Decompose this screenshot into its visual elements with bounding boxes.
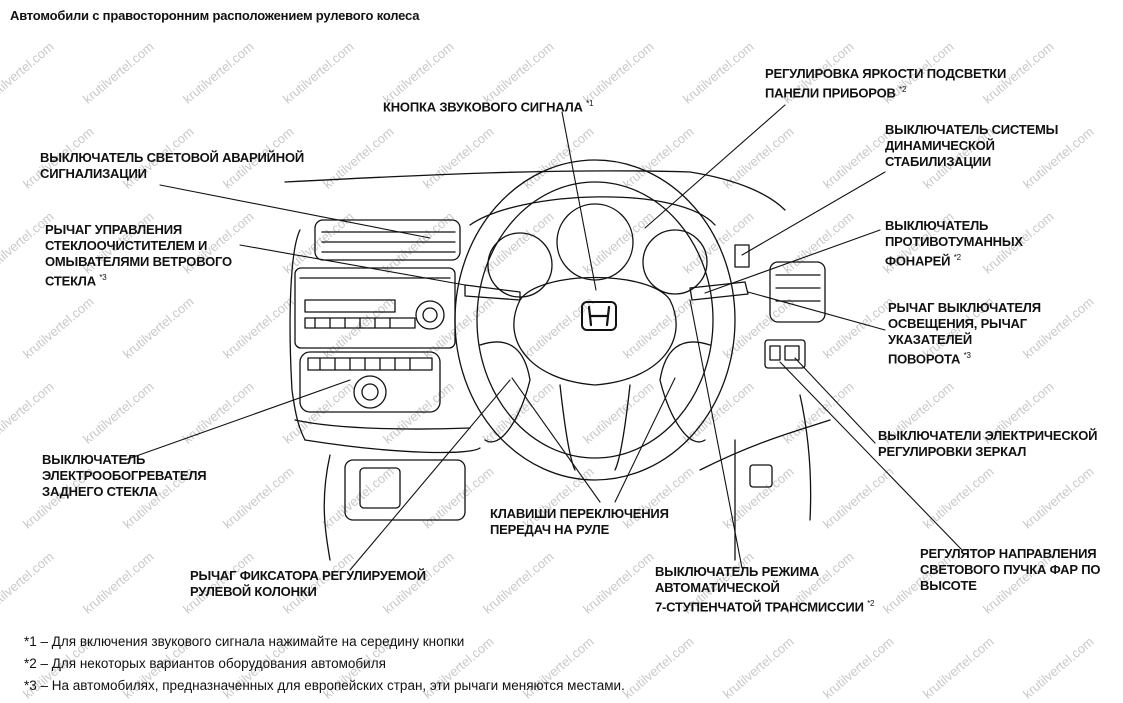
label-tilt-lever: РЫЧАГ ФИКСАТОРА РЕГУЛИРУЕМОЙ РУЛЕВОЙ КОЛ…: [190, 568, 426, 599]
dashboard-top-edge: [284, 170, 786, 211]
label-mirror-switches: ВЫКЛЮЧАТЕЛИ ЭЛЕКТРИЧЕСКОЙ РЕГУЛИРОВКИ ЗЕ…: [878, 428, 1098, 459]
vsa-switch: [734, 244, 750, 268]
left-air-vent: [314, 219, 461, 261]
footnote-3: *3 – На автомобилях, предназначенных для…: [24, 678, 625, 693]
label-wiper-lever: РЫЧАГ УПРАВЛЕНИЯ СТЕКЛООЧИСТИТЕЛЕМ И ОМЫ…: [45, 222, 232, 289]
label-hazard-switch: ВЫКЛЮЧАТЕЛЬ СВЕТОВОЙ АВАРИЙНОЙ СИГНАЛИЗА…: [40, 150, 304, 181]
leader-lines: [124, 104, 963, 571]
label-rear-defrost: ВЫКЛЮЧАТЕЛЬ ЭЛЕКТРООБОГРЕВАТЕЛЯ ЗАДНЕГО …: [42, 452, 207, 499]
footnote-2: *2 – Для некоторых вариантов оборудовани…: [24, 656, 386, 671]
label-panel-brightness: РЕГУЛИРОВКА ЯРКОСТИ ПОДСВЕТКИ ПАНЕЛИ ПРИ…: [765, 66, 1007, 101]
label-vsa-switch: ВЫКЛЮЧАТЕЛЬ СИСТЕМЫ ДИНАМИЧЕСКОЙ СТАБИЛИ…: [885, 122, 1059, 169]
page-title: Автомобили с правосторонним расположение…: [10, 8, 420, 23]
horn-logo: [581, 301, 617, 331]
dashboard-left-edge: [289, 229, 306, 441]
label-light-turn-lever: РЫЧАГ ВЫКЛЮЧАТЕЛЯ ОСВЕЩЕНИЯ, РЫЧАГ УКАЗА…: [888, 300, 1041, 367]
climate-control-unit: [299, 351, 441, 413]
instrument-cluster-hood: [469, 196, 716, 226]
right-air-vent: [769, 261, 826, 323]
label-headlight-aim: РЕГУЛЯТОР НАПРАВЛЕНИЯ СВЕТОВОГО ПУЧКА ФА…: [920, 546, 1101, 593]
steering-wheel-hub: [513, 276, 677, 386]
wiper-stalk: [464, 284, 521, 301]
right-gauge: [642, 229, 708, 295]
footnote-1: *1 – Для включения звукового сигнала наж…: [24, 634, 465, 649]
mirror-switch-panel: [764, 339, 806, 369]
light-stalk: [689, 281, 749, 301]
label-mode-switch: ВЫКЛЮЧАТЕЛЬ РЕЖИМА АВТОМАТИЧЕСКОЙ 7-СТУП…: [655, 564, 875, 615]
dashboard-lower-edge: [304, 439, 481, 454]
label-horn-button: КНОПКА ЗВУКОВОГО СИГНАЛА *1: [383, 99, 594, 115]
label-fog-light-switch: ВЫКЛЮЧАТЕЛЬ ПРОТИВОТУМАННЫХ ФОНАРЕЙ *2: [885, 218, 1023, 269]
console-outline: [323, 454, 331, 561]
label-paddle-shifters: КЛАВИШИ ПЕРЕКЛЮЧЕНИЯ ПЕРЕДАЧ НА РУЛЕ: [490, 506, 669, 537]
center-gauge: [556, 203, 634, 281]
steering-wheel-rim: [454, 159, 736, 481]
